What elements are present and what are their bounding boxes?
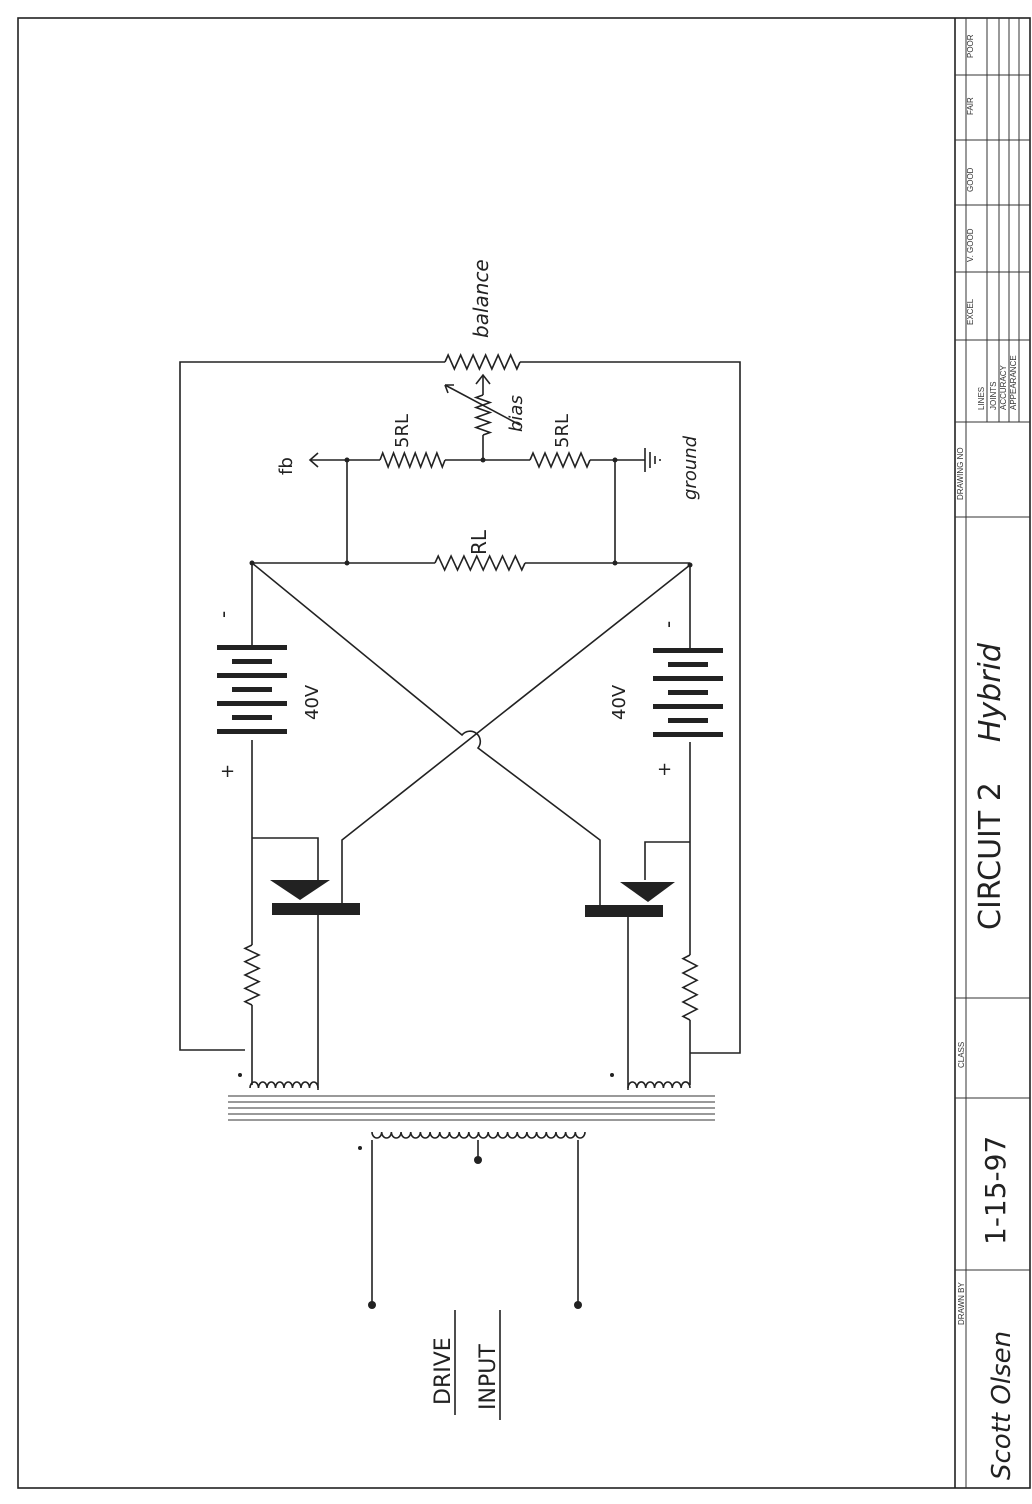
junction-dot bbox=[344, 560, 350, 566]
input-label: INPUT bbox=[476, 1344, 501, 1410]
wires bbox=[179, 361, 741, 1420]
junction-dot bbox=[687, 562, 693, 568]
transistor-left-base bbox=[272, 903, 360, 915]
bias-label: bias bbox=[506, 395, 527, 432]
battery-left bbox=[232, 715, 272, 720]
battery-right bbox=[653, 676, 723, 681]
resistor-5rl-right bbox=[529, 450, 591, 470]
grade-fair: FAIR bbox=[966, 97, 975, 115]
polarity-dot bbox=[238, 1073, 242, 1077]
battery-right bbox=[653, 648, 723, 653]
balance-label: balance bbox=[469, 259, 493, 338]
wiper-arrowhead-icon bbox=[475, 373, 491, 385]
drawing-no-label: DRAWING NO bbox=[956, 447, 965, 500]
criteria-appearance: APPEARANCE bbox=[1009, 355, 1018, 410]
grade-poor: POOR bbox=[966, 34, 975, 58]
battery-left bbox=[232, 687, 272, 692]
polarity-dot bbox=[610, 1073, 614, 1077]
resistor-5rl-left-label: 5RL bbox=[392, 414, 413, 448]
battery-left bbox=[217, 645, 287, 650]
class-label: CLASS bbox=[957, 1042, 966, 1068]
emitter-resistor-right bbox=[681, 954, 699, 1021]
battery-right-minus: - bbox=[656, 621, 680, 628]
drive-label: DRIVE bbox=[431, 1337, 456, 1405]
junction-dot bbox=[612, 457, 618, 463]
polarity-dot bbox=[358, 1146, 362, 1150]
balance-potentiometer bbox=[444, 353, 521, 371]
components bbox=[217, 353, 723, 1309]
battery-right bbox=[668, 662, 708, 667]
fb-label: fb bbox=[276, 457, 297, 475]
junction-dot bbox=[612, 560, 618, 566]
primary-coil-right bbox=[627, 1081, 691, 1089]
load-resistor-rl bbox=[434, 554, 526, 572]
battery-left bbox=[232, 659, 272, 664]
signature: Scott Olsen bbox=[987, 1331, 1017, 1480]
title-block-lines bbox=[955, 18, 1030, 1271]
battery-left bbox=[217, 673, 287, 678]
drawn-by-label: DRAWN BY bbox=[957, 1282, 966, 1325]
transistor-right-emitter bbox=[620, 882, 675, 902]
load-resistor-label: RL bbox=[467, 529, 491, 555]
secondary-coil bbox=[371, 1131, 586, 1139]
transistor-left-emitter bbox=[270, 880, 330, 900]
fb-arrow-icon bbox=[308, 452, 319, 468]
drawing-border bbox=[17, 17, 1031, 1489]
drawing-title: CIRCUIT 2Hybrid bbox=[973, 642, 1008, 930]
junction-dot bbox=[249, 560, 255, 566]
battery-right bbox=[668, 718, 708, 723]
battery-right bbox=[653, 704, 723, 709]
resistor-5rl-left bbox=[379, 450, 446, 470]
battery-left bbox=[217, 701, 287, 706]
input-terminal bbox=[574, 1301, 582, 1309]
primary-coil-left bbox=[249, 1081, 319, 1089]
junction-dot bbox=[344, 457, 350, 463]
transistor-right-base bbox=[585, 905, 663, 917]
input-terminal bbox=[368, 1301, 376, 1309]
battery-right-voltage: 40V bbox=[609, 684, 630, 720]
input-terminal bbox=[474, 1156, 482, 1164]
battery-right bbox=[668, 690, 708, 695]
grade-v-good: V. GOOD bbox=[966, 228, 975, 262]
criteria-lines: LINES bbox=[977, 387, 986, 410]
drawing-date: 1-15-97 bbox=[979, 1136, 1012, 1245]
resistor-5rl-right-label: 5RL bbox=[552, 414, 573, 448]
junction-dot bbox=[480, 457, 486, 463]
bias-adjust-arrow bbox=[444, 384, 521, 426]
ground-icon bbox=[644, 448, 661, 472]
bias-arrowhead-icon bbox=[444, 384, 454, 394]
battery-right bbox=[653, 732, 723, 737]
emitter-resistor-left bbox=[243, 944, 261, 1006]
bias-resistor bbox=[473, 394, 493, 436]
criteria-joints: JOINTS bbox=[989, 382, 998, 410]
battery-right-plus: + bbox=[657, 759, 672, 780]
battery-left-plus: + bbox=[220, 761, 235, 782]
battery-left bbox=[217, 729, 287, 734]
criteria-accuracy: ACCURACY bbox=[999, 364, 1008, 410]
battery-left-voltage: 40V bbox=[302, 684, 323, 720]
grade-excel: EXCEL bbox=[966, 298, 975, 325]
ground-label: ground bbox=[680, 435, 701, 500]
battery-left-minus: - bbox=[211, 611, 235, 618]
grade-good: GOOD bbox=[966, 167, 975, 192]
